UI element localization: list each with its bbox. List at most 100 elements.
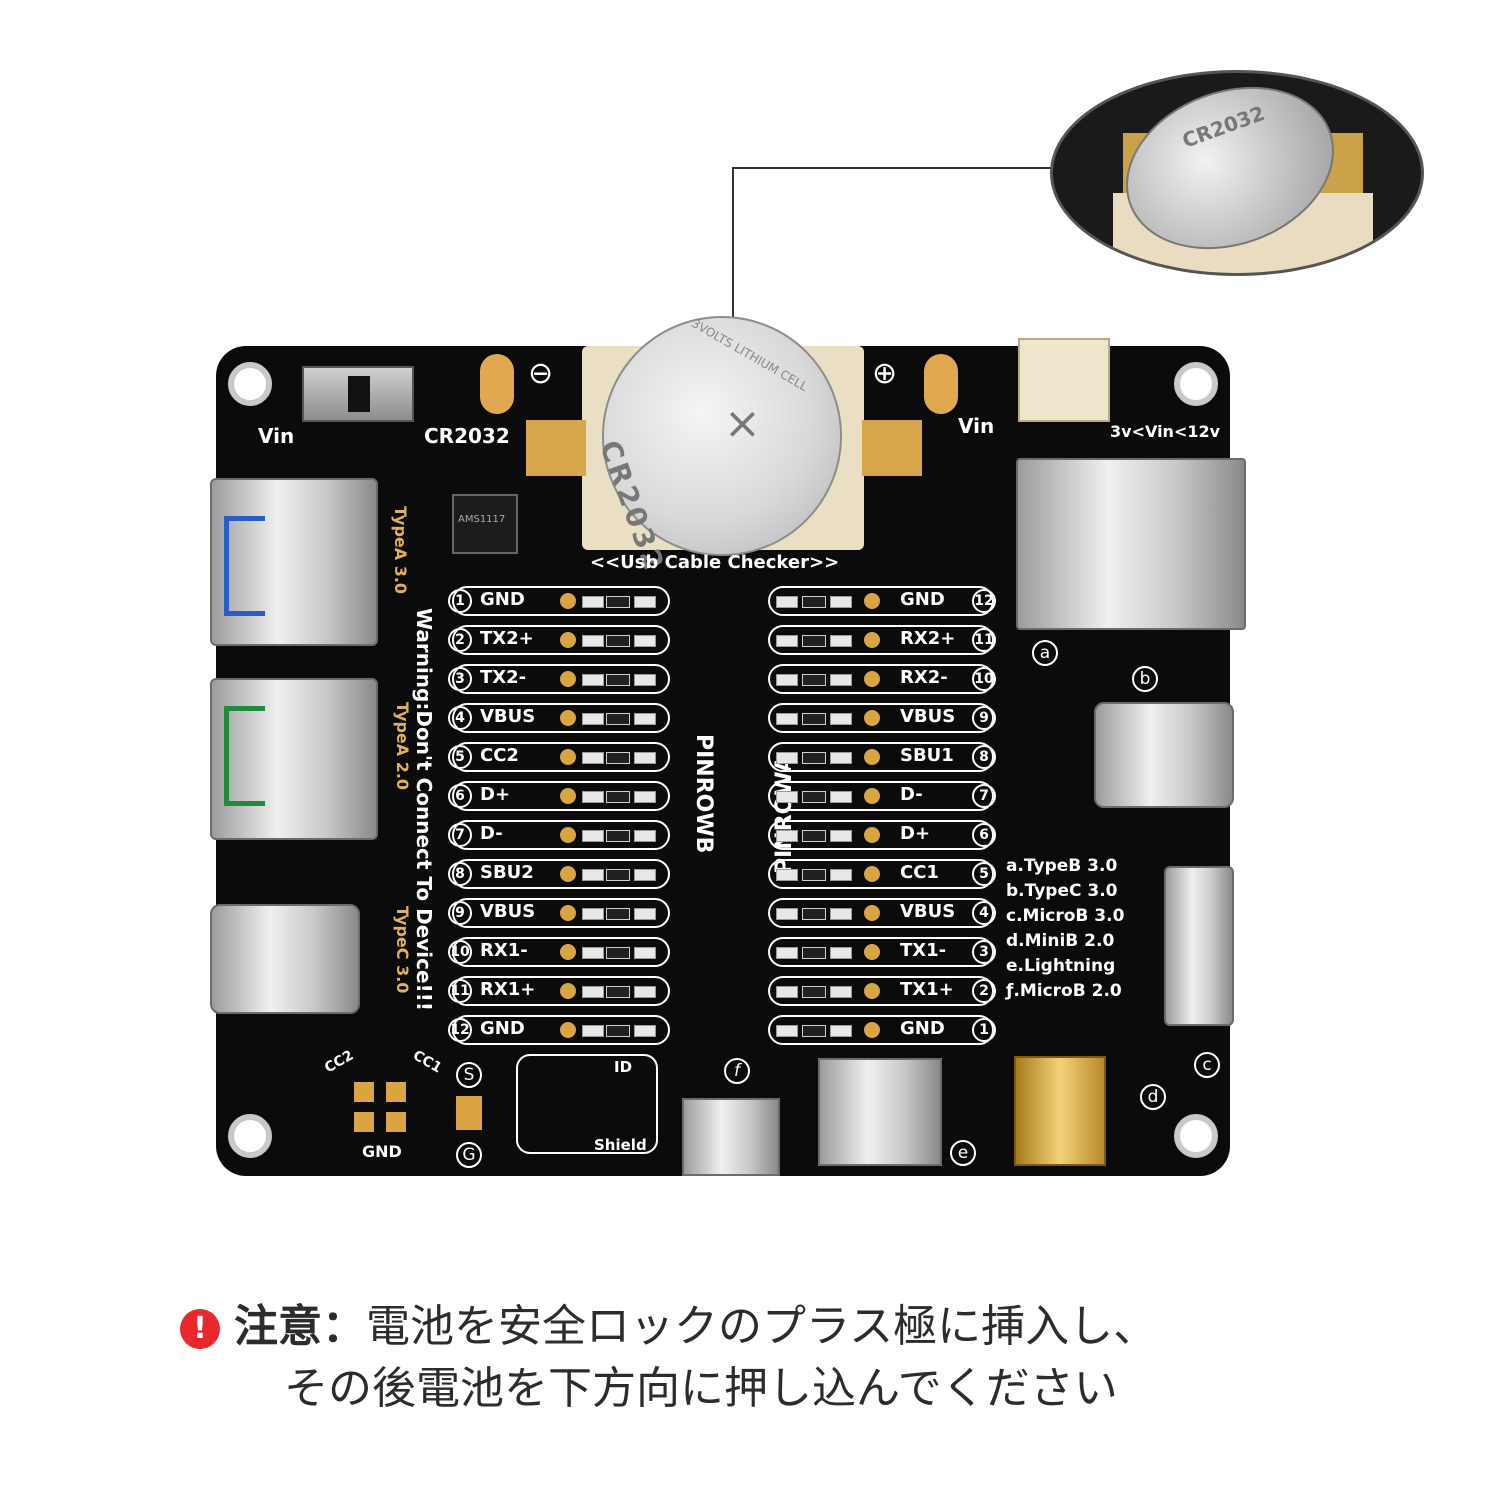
resistor xyxy=(802,1025,826,1037)
pin-label: D- xyxy=(900,784,923,805)
led xyxy=(634,752,656,764)
led xyxy=(830,752,852,764)
usb-typea-3-port[interactable] xyxy=(210,478,378,646)
led xyxy=(776,752,798,764)
mount-hole-br xyxy=(1174,1114,1218,1158)
pin-label: D- xyxy=(480,823,503,844)
usb-cable-checker-board: Vin CR2032 ⊖ ⊕ CR2032 3VOLTS LITHIUM CEL… xyxy=(210,316,1246,1176)
pin-number: 8 xyxy=(972,745,996,769)
pin-label: CC2 xyxy=(480,745,519,766)
lightning-port[interactable] xyxy=(818,1058,942,1166)
cc1-label: CC1 xyxy=(410,1047,445,1077)
led xyxy=(776,674,798,686)
usb-typec-3-right-port[interactable] xyxy=(1094,702,1234,808)
led xyxy=(634,1025,656,1037)
port-letter-a: a xyxy=(1032,640,1058,666)
plus-icon: ⊕ xyxy=(872,356,898,391)
led xyxy=(830,713,852,725)
led xyxy=(634,947,656,959)
pin-number: 2 xyxy=(972,979,996,1003)
pin-label: SBU1 xyxy=(900,745,954,766)
note-line-1: ! 注意：電池を安全ロックのプラス極に挿入し、 xyxy=(180,1296,1330,1358)
test-pad xyxy=(560,749,576,765)
led xyxy=(776,869,798,881)
resistor xyxy=(606,752,630,764)
pin-label: GND xyxy=(900,1018,945,1039)
led xyxy=(776,596,798,608)
test-pad xyxy=(864,671,880,687)
typec-3-label: TypeC 3.0 xyxy=(393,906,412,994)
resistor xyxy=(802,791,826,803)
led xyxy=(582,791,604,803)
led xyxy=(776,635,798,647)
led xyxy=(830,830,852,842)
resistor xyxy=(802,869,826,881)
pin-label: D+ xyxy=(900,823,931,844)
pin-label: TX2- xyxy=(480,667,527,688)
led xyxy=(582,713,604,725)
led xyxy=(634,908,656,920)
pin-label: TX1- xyxy=(900,940,947,961)
pin-label: CC1 xyxy=(900,862,939,883)
led xyxy=(634,791,656,803)
cc2-label: CC2 xyxy=(322,1047,357,1077)
resistor xyxy=(606,830,630,842)
led xyxy=(582,1025,604,1037)
led xyxy=(830,596,852,608)
jst-connector[interactable] xyxy=(1018,338,1110,422)
port-letter-b: b xyxy=(1132,666,1158,692)
led xyxy=(634,635,656,647)
resistor xyxy=(802,596,826,608)
usb-typeb-3-port[interactable] xyxy=(1016,458,1246,630)
power-switch[interactable] xyxy=(302,366,414,422)
note-text-2: その後電池を下方向に押し込んでください xyxy=(284,1363,1118,1414)
pin-number: 1 xyxy=(972,1018,996,1042)
pin-label: GND xyxy=(480,589,525,610)
resistor xyxy=(802,986,826,998)
led xyxy=(830,791,852,803)
microb-2-port[interactable] xyxy=(682,1098,780,1176)
test-pad xyxy=(560,788,576,804)
test-pad xyxy=(864,593,880,609)
pin-number: 12 xyxy=(972,589,996,613)
resistor xyxy=(606,791,630,803)
pin-number: 10 xyxy=(448,940,472,964)
usb-typec-3-port[interactable] xyxy=(210,904,360,1014)
port-legend: a.TypeB 3.0 b.TypeC 3.0 c.MicroB 3.0 d.M… xyxy=(1006,854,1124,1004)
pinrow-b-label: PINROWB xyxy=(691,734,716,854)
led xyxy=(582,830,604,842)
led xyxy=(582,908,604,920)
resistor xyxy=(606,635,630,647)
led xyxy=(776,986,798,998)
pin-label: VBUS xyxy=(480,706,536,727)
pinrow-a-label: PINROWA xyxy=(772,755,797,874)
led xyxy=(582,674,604,686)
minib-2-port[interactable] xyxy=(1014,1056,1106,1166)
pin-label: TX2+ xyxy=(480,628,534,649)
led xyxy=(582,596,604,608)
test-pad xyxy=(864,632,880,648)
id-label: ID xyxy=(614,1058,633,1076)
resistor xyxy=(606,947,630,959)
resistor xyxy=(802,713,826,725)
test-pad xyxy=(864,788,880,804)
usb-typea-2-port[interactable] xyxy=(210,678,378,840)
pin-number: 4 xyxy=(448,706,472,730)
resistor xyxy=(606,674,630,686)
pin-label: VBUS xyxy=(900,706,956,727)
g-pad-label: G xyxy=(456,1142,482,1168)
minus-pad xyxy=(480,354,514,414)
led xyxy=(582,947,604,959)
legend-item: a.TypeB 3.0 xyxy=(1006,856,1118,876)
test-pad xyxy=(864,827,880,843)
led xyxy=(830,635,852,647)
led xyxy=(634,674,656,686)
warning-icon: ! xyxy=(180,1309,220,1349)
pin-number: 5 xyxy=(448,745,472,769)
pin-number: 9 xyxy=(972,706,996,730)
led xyxy=(634,986,656,998)
test-pad xyxy=(560,632,576,648)
test-pad xyxy=(560,1022,576,1038)
microb-3-port[interactable] xyxy=(1164,866,1234,1026)
resistor xyxy=(802,674,826,686)
